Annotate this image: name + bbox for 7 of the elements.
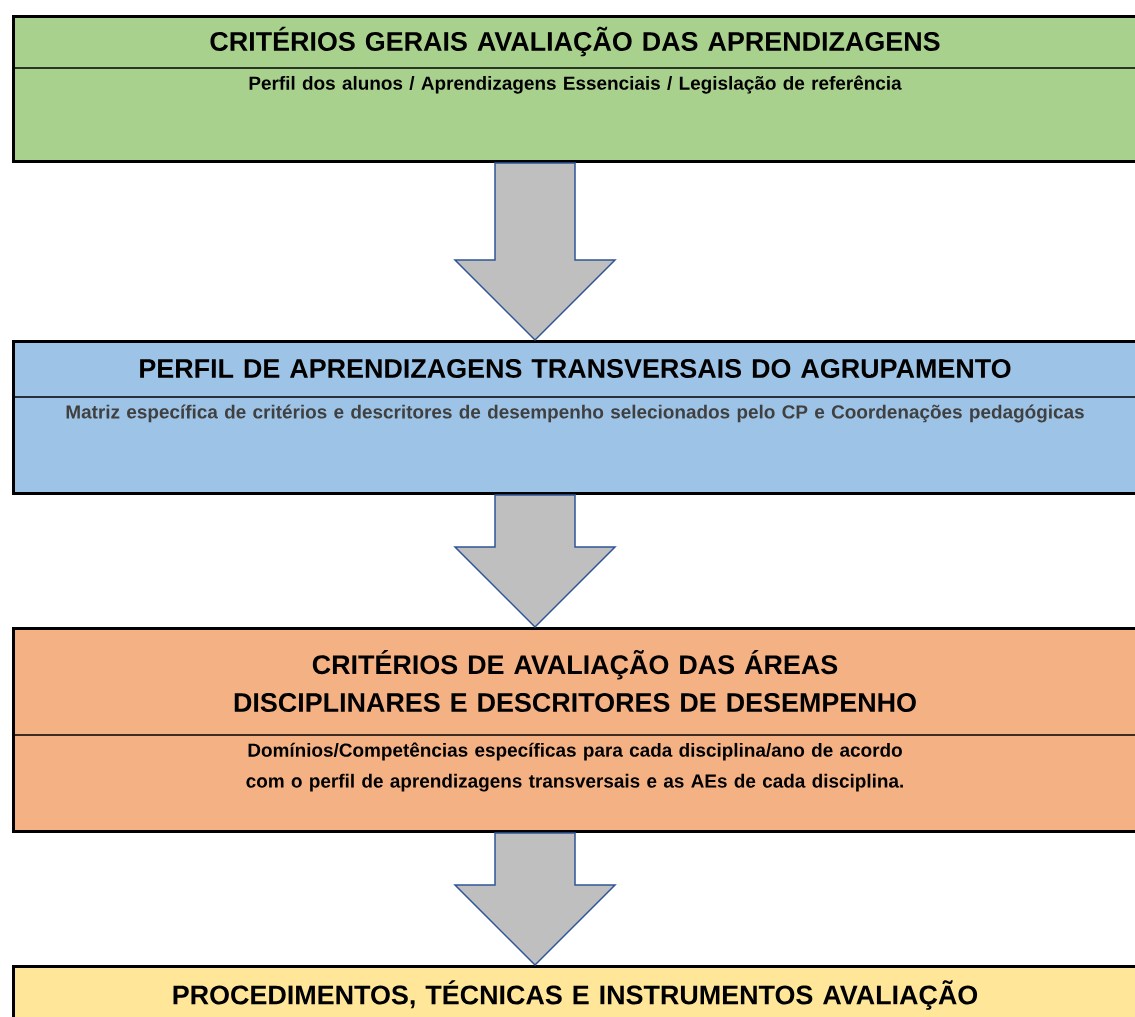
flow-box: PERFIL DE APRENDIZAGENS TRANSVERSAIS DO AGRUPAMENTO Matriz específica de critérios e descritores de desempenho selecionados pelo CP e Coordenações pedagógicas [11,340,1135,495]
flow-box: PROCEDIMENTOS, TÉCNICAS E INSTRUMENTOS AVALIAÇÃO [12,965,1135,1017]
block-arrow [453,494,617,629]
block-arrow [453,162,617,342]
block-arrow [453,832,617,967]
flow-box: CRITÉRIOS GERAIS AVALIAÇÃO DAS APRENDIZAGENS Perfil dos alunos / Aprendizagens Essenciais / Legislação de referência [11,15,1135,163]
flow-box: CRITÉRIOS DE AVALIAÇÃO DAS ÁREAS DISCIPLINARES E DESCRITORES DE DESEMPENHO Domínios/Competências específicas para cada disciplina/ano de acordo com o perfil de aprendizagens transversais e as AEs de cada disciplina. [11,627,1135,833]
